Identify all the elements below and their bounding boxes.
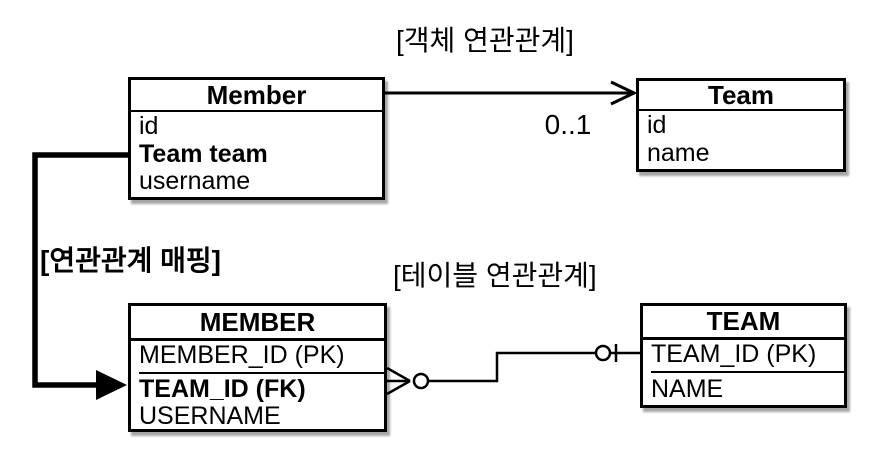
team-table-columns: TEAM_ID (PK) NAME xyxy=(643,340,844,405)
column-name: NAME xyxy=(651,374,724,403)
column-member-id-pk: MEMBER_ID (PK) xyxy=(139,342,384,374)
member-table-box: MEMBER MEMBER_ID (PK) TEAM_ID (FK) USERN… xyxy=(128,303,387,432)
mapping-label: [연관관계 매핑] xyxy=(40,245,221,276)
multiplicity-label: 0..1 xyxy=(544,109,592,140)
field-team-team: Team team xyxy=(139,139,268,168)
arrowhead-open-icon xyxy=(610,80,638,106)
object-relation-label: [객체 연관관계] xyxy=(396,25,574,56)
team-class-fields: id name xyxy=(639,111,843,169)
object-association-arrow xyxy=(385,80,638,106)
member-class-title: Member xyxy=(131,80,382,112)
team-class-title: Team xyxy=(639,80,843,111)
team-table-title: TEAM xyxy=(643,306,844,340)
column-team-id-fk: TEAM_ID (FK) xyxy=(139,375,306,403)
field-username: username xyxy=(139,166,251,195)
mapping-arrow xyxy=(32,152,128,400)
field-id: id xyxy=(139,112,159,141)
table-relation-label: [테이블 연관관계] xyxy=(393,260,597,291)
member-table-title: MEMBER xyxy=(131,306,384,341)
member-class-box: Member id Team team username xyxy=(128,77,385,200)
column-username: USERNAME xyxy=(139,402,281,430)
crow-foot-many-icon xyxy=(386,366,430,396)
team-table-box: TEAM TEAM_ID (PK) NAME xyxy=(640,303,847,408)
member-table-columns: MEMBER_ID (PK) TEAM_ID (FK) USERNAME xyxy=(131,341,384,432)
column-team-id-pk: TEAM_ID (PK) xyxy=(651,341,844,374)
table-association-connector xyxy=(386,344,640,396)
member-class-fields: id Team team username xyxy=(131,112,382,197)
team-class-box: Team id name xyxy=(636,78,846,172)
field-name: name xyxy=(647,138,710,167)
field-id: id xyxy=(647,111,667,140)
arrowhead-solid-icon xyxy=(96,370,127,400)
